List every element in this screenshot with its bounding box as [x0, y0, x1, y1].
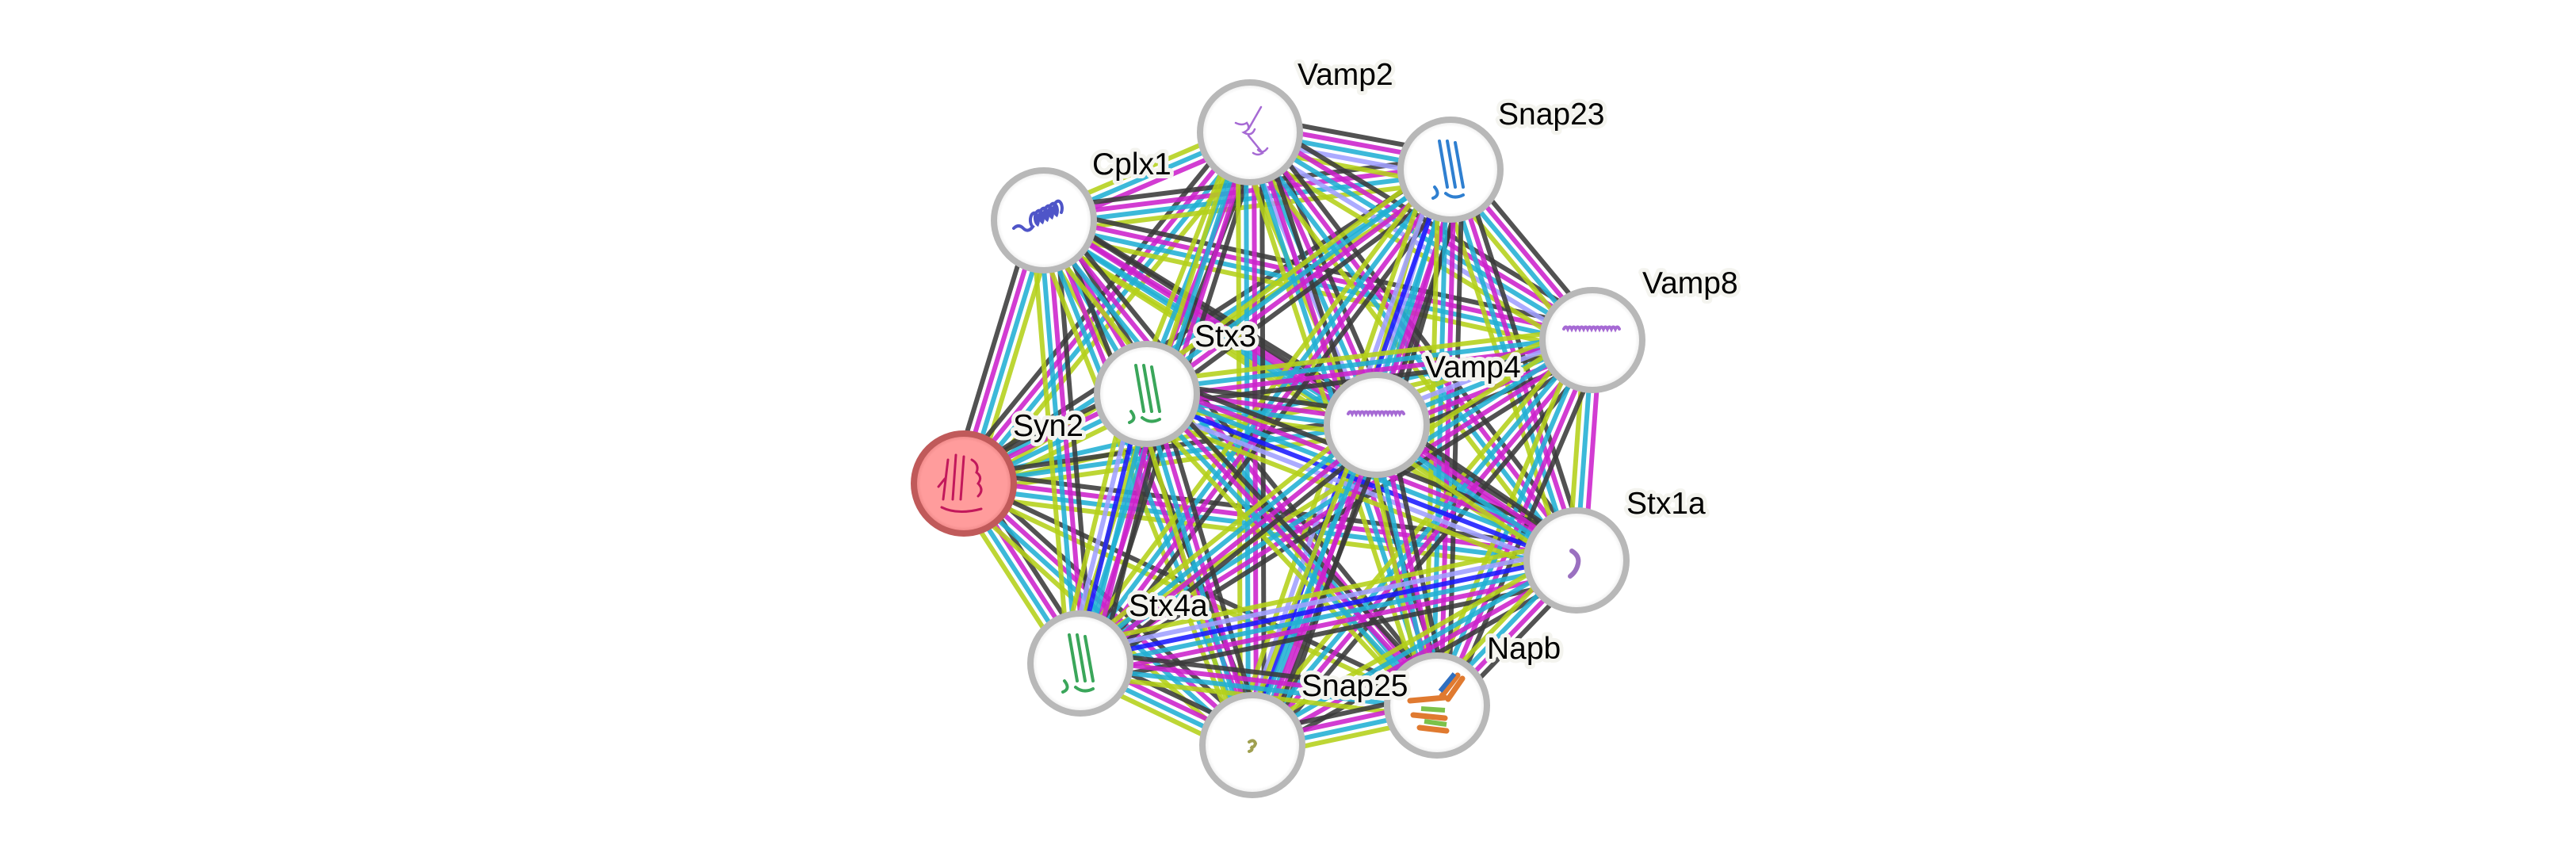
evidence-line	[1038, 220, 1080, 664]
evidence-line	[1145, 326, 1592, 385]
node-circle[interactable]	[1397, 117, 1504, 223]
node-circle[interactable]	[1027, 610, 1133, 717]
node-syn2[interactable]	[911, 430, 1017, 537]
evidence-line	[1247, 335, 1592, 744]
evidence-line	[1253, 425, 1383, 747]
evidence-line	[1072, 327, 1588, 656]
node-snap23[interactable]	[1397, 117, 1504, 223]
evidence-line	[1080, 657, 1438, 705]
labels-layer: Syn2 Cplx1 Vamp2 Snap23 Vamp8 Stx3 Vamp4…	[1009, 54, 1742, 707]
node-label-vamp4[interactable]: Vamp4	[1421, 346, 1525, 388]
node-circle[interactable]	[1197, 79, 1303, 185]
evidence-line	[1080, 664, 1437, 712]
evidence-line	[1085, 348, 1600, 676]
evidence-line	[1081, 649, 1439, 697]
query-node-circle[interactable]	[911, 430, 1017, 537]
node-napb[interactable]	[1384, 652, 1490, 759]
node-label-vamp8[interactable]: Vamp8	[1638, 262, 1742, 304]
beta-sheet-structure-icon	[937, 453, 983, 513]
node-stx3[interactable]	[1094, 341, 1200, 447]
evidence-line	[1084, 577, 1581, 686]
edge-stx1a-stx4a[interactable]	[1076, 538, 1581, 686]
evidence-line	[1138, 158, 1445, 387]
long-helix-structure-icon	[1562, 325, 1621, 333]
long-helix-structure-icon	[1347, 410, 1405, 418]
node-label-stx4a[interactable]: Stx4a	[1125, 585, 1212, 627]
evidence-line	[1245, 548, 1573, 737]
node-stx4a[interactable]	[1027, 610, 1133, 717]
evidence-line	[1040, 221, 1576, 566]
short-helix-structure-icon	[1568, 549, 1581, 579]
evidence-line	[1257, 124, 1588, 555]
node-label-napb[interactable]: Napb	[1483, 628, 1565, 670]
helix-bundle-structure-icon	[1128, 364, 1161, 424]
evidence-line	[1076, 538, 1573, 647]
edges-layer	[950, 114, 1606, 759]
evidence-line	[1244, 136, 1590, 350]
node-label-snap23[interactable]: Snap23	[1494, 94, 1608, 136]
node-label-cplx1[interactable]: Cplx1	[1088, 143, 1175, 185]
evidence-line	[1143, 164, 1450, 393]
node-vamp2[interactable]	[1197, 79, 1303, 185]
node-vamp4[interactable]	[1324, 372, 1430, 478]
evidence-line	[1079, 554, 1577, 663]
small-structure-icon	[1248, 739, 1258, 753]
evidence-line	[1071, 413, 1371, 656]
node-label-syn2[interactable]: Syn2	[1009, 405, 1087, 447]
globular-structure-icon	[1407, 672, 1466, 734]
node-circle[interactable]	[1539, 287, 1645, 393]
evidence-line	[1136, 400, 1431, 716]
evidence-line	[1081, 341, 1596, 669]
node-label-stx1a[interactable]: Stx1a	[1622, 483, 1710, 525]
node-label-stx3[interactable]: Stx3	[1191, 315, 1260, 357]
node-label-snap25[interactable]: Snap25	[1298, 665, 1412, 707]
evidence-line	[1152, 177, 1459, 406]
evidence-line	[1249, 555, 1577, 744]
node-cplx1[interactable]	[991, 167, 1097, 273]
evidence-line	[1077, 546, 1575, 655]
evidence-line	[1030, 220, 1072, 665]
nodes-layer	[911, 79, 1645, 798]
evidence-line	[1141, 394, 1252, 747]
node-stx1a[interactable]	[1523, 507, 1630, 614]
node-vamp8[interactable]	[1539, 287, 1645, 393]
evidence-line	[1076, 419, 1376, 663]
evidence-line	[1431, 169, 1450, 705]
node-circle[interactable]	[1324, 372, 1430, 478]
evidence-line	[1153, 384, 1448, 699]
evidence-line	[1081, 426, 1382, 669]
evidence-line	[1036, 228, 1572, 573]
helix-bundle-structure-icon	[1431, 140, 1465, 200]
evidence-line	[1451, 167, 1583, 560]
node-circle[interactable]	[1199, 692, 1305, 798]
evidence-line	[1068, 161, 1443, 658]
coil-structure-icon	[1234, 105, 1269, 156]
helix-bundle-structure-icon	[1061, 633, 1095, 694]
evidence-line	[1146, 334, 1592, 393]
node-snap25[interactable]	[1199, 692, 1305, 798]
evidence-line	[1261, 428, 1390, 751]
evidence-line	[1082, 569, 1580, 678]
helix-structure-icon	[1012, 199, 1064, 232]
node-label-vamp2[interactable]: Vamp2	[1294, 54, 1397, 96]
evidence-line	[1080, 561, 1578, 670]
node-circle[interactable]	[1094, 341, 1200, 447]
